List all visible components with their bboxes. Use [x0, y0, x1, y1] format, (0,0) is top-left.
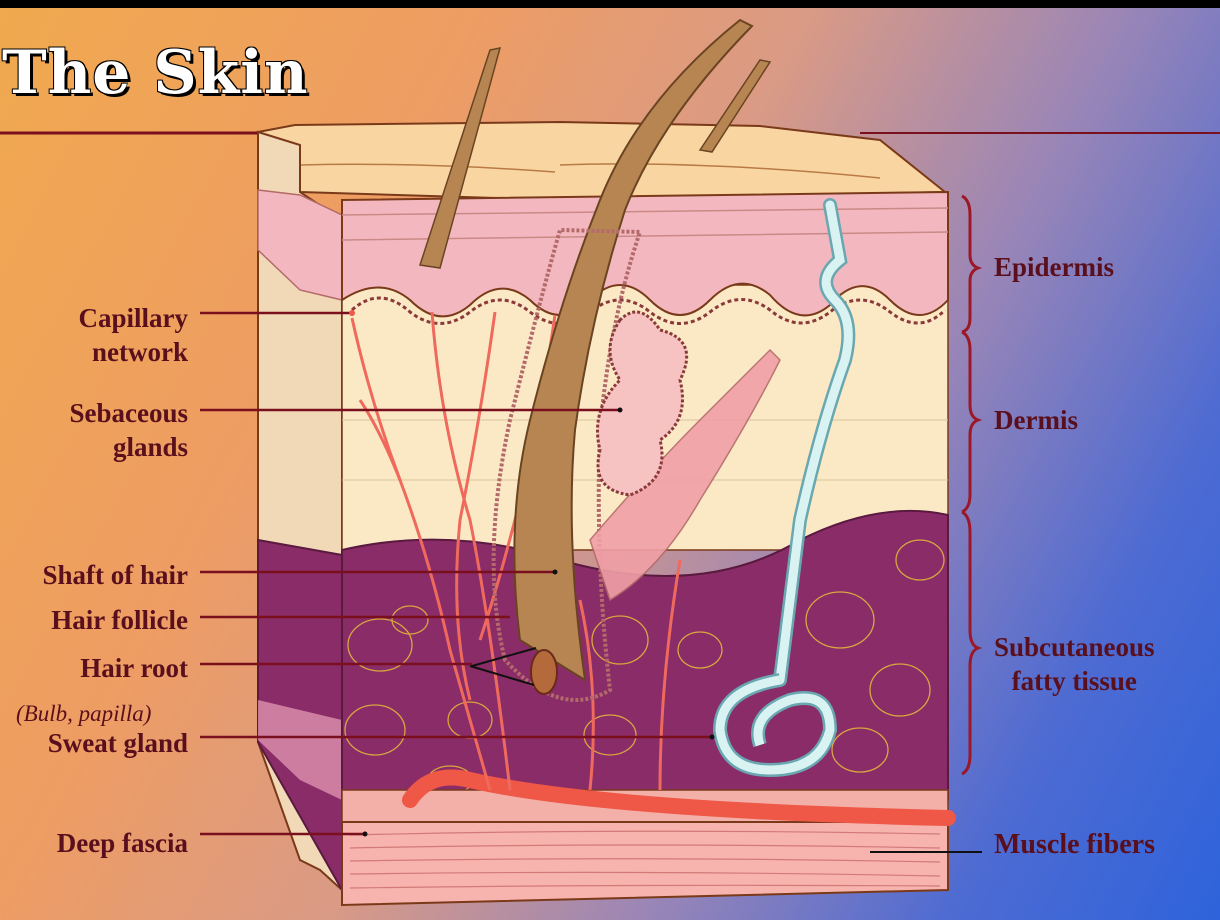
skin-surface	[258, 122, 945, 200]
label-sweat-gland: Sweat gland	[0, 726, 188, 760]
label-hair-follicle: Hair follicle	[0, 603, 188, 637]
label-epidermis: Epidermis	[994, 250, 1114, 284]
label-shaft-of-hair: Shaft of hair	[0, 558, 188, 592]
label-dermis: Dermis	[994, 403, 1078, 437]
label-deep-fascia: Deep fascia	[0, 826, 188, 860]
hair-bulb	[531, 650, 557, 694]
dermis-brace	[962, 332, 978, 512]
label-hair-root: Hair root	[0, 651, 188, 685]
label-hair-root-note: (Bulb, papilla)	[16, 700, 151, 728]
layer-braces	[962, 196, 978, 774]
epidermis-brace	[962, 196, 978, 332]
label-muscle-fibers: Muscle fibers	[994, 828, 1155, 862]
muscle-layer	[342, 822, 948, 905]
subcutaneous-brace	[962, 512, 978, 774]
